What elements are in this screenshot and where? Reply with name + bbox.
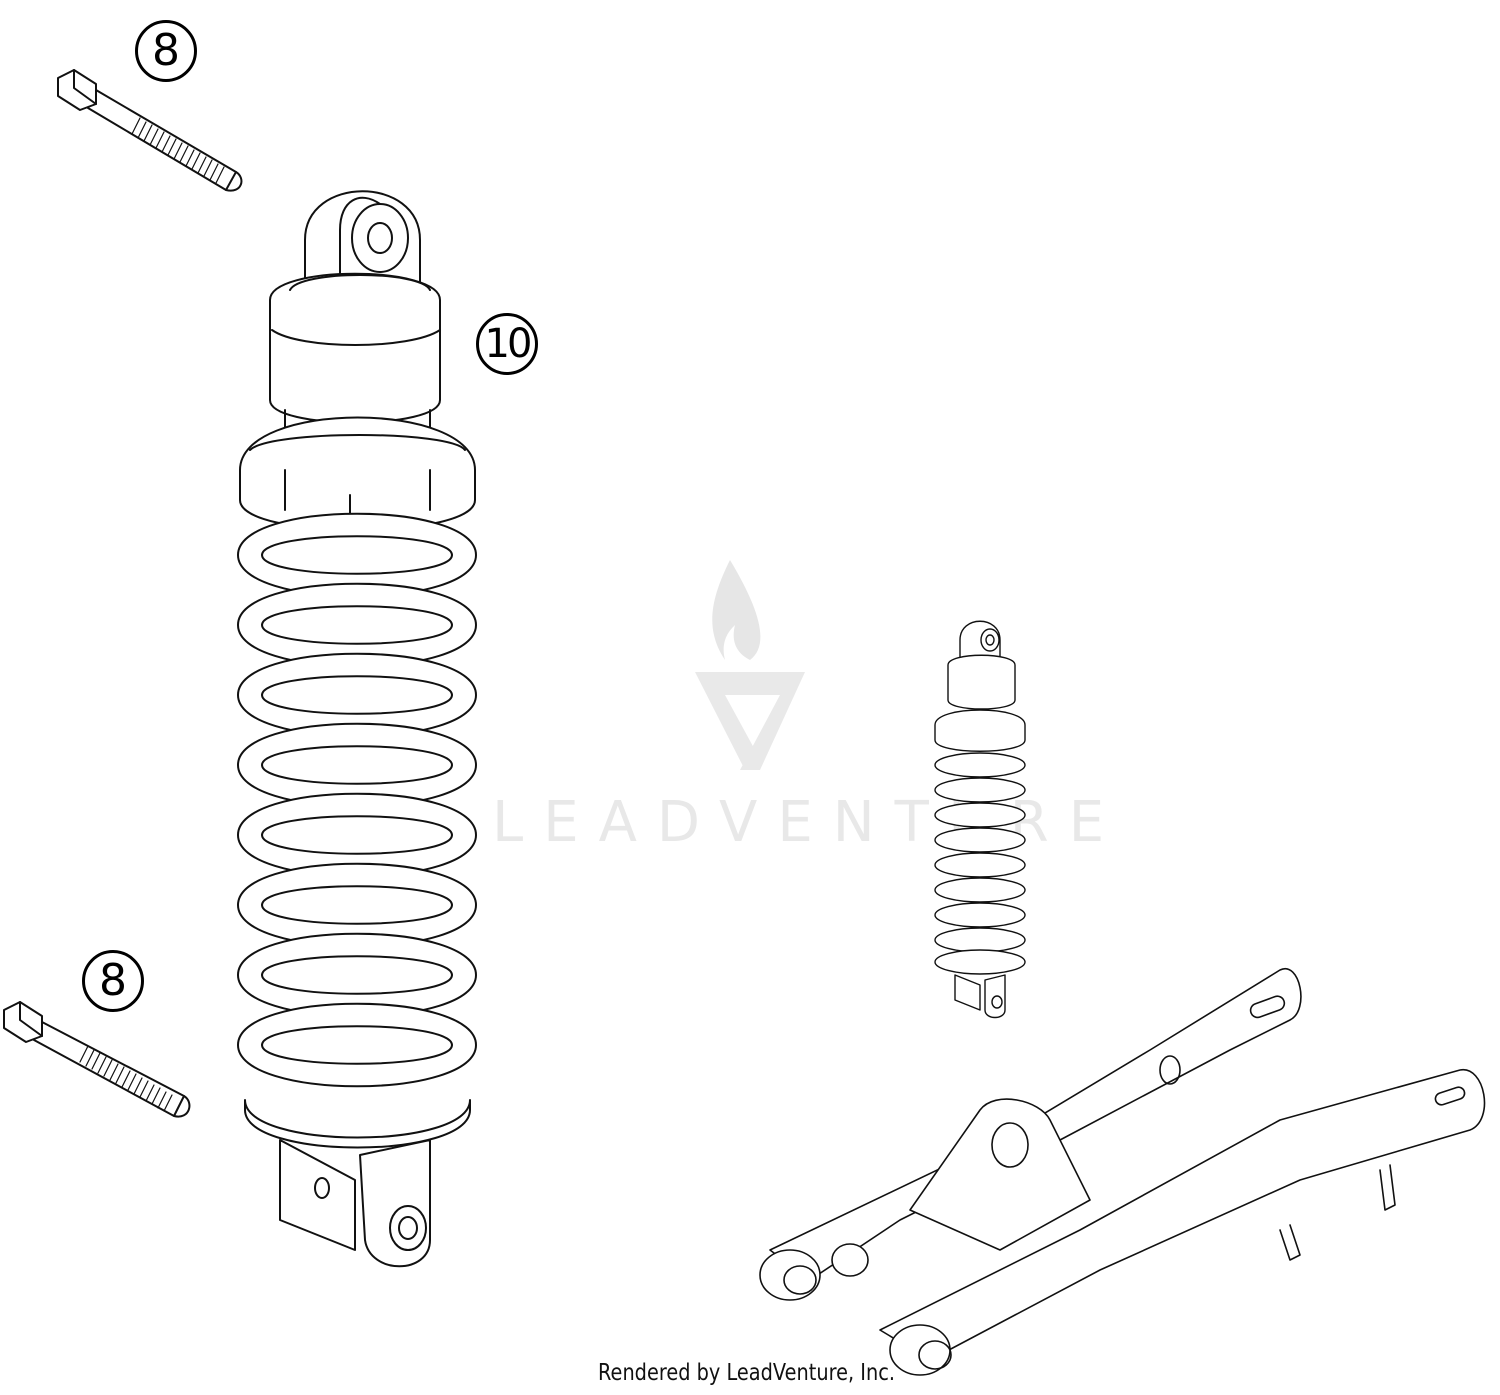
callout-8-lower-bolt: 8 (82, 950, 144, 1012)
lower-bolt-drawing (3, 1001, 191, 1118)
render-credit: Rendered by LeadVenture, Inc. (598, 1360, 895, 1386)
swingarm-drawing (759, 967, 1486, 1376)
callout-8-upper-bolt: 8 (135, 20, 197, 82)
large-shock-drawing (237, 190, 477, 1268)
upper-bolt-drawing (57, 69, 243, 192)
callout-10-shock-absorber: 10 (476, 313, 538, 375)
small-shock-drawing (934, 620, 1026, 1019)
leadventure-logo-icon (695, 560, 805, 770)
